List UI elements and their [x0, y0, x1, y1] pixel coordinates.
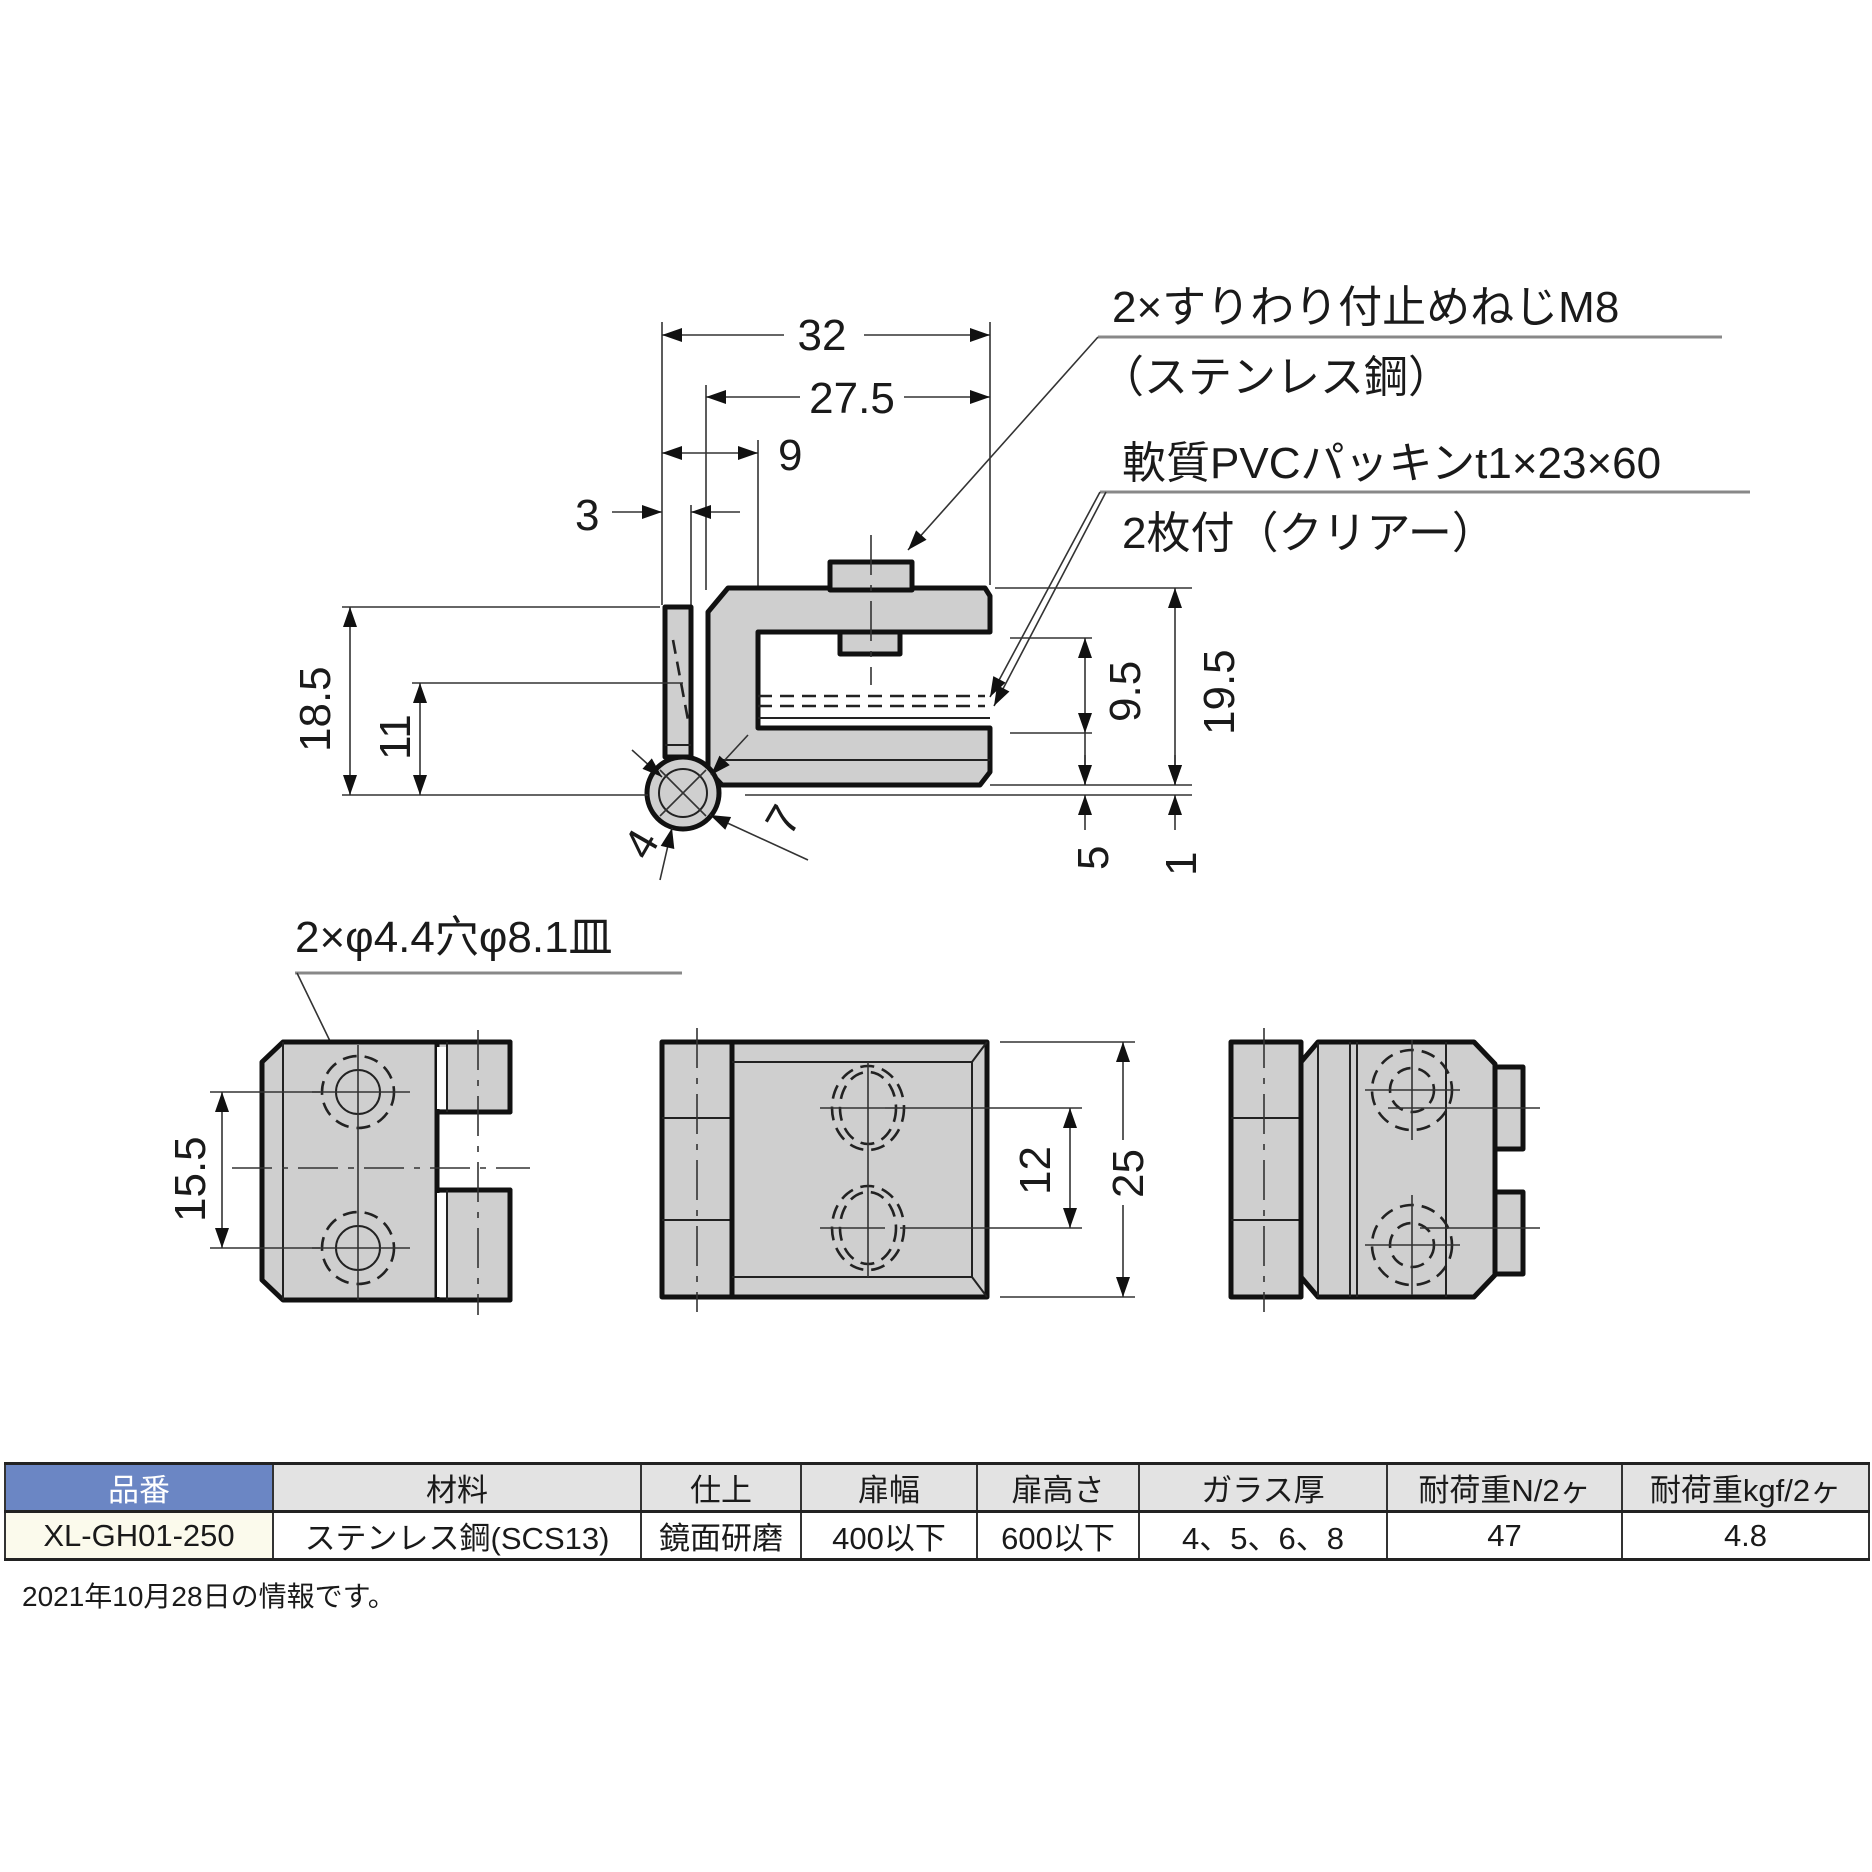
callout-packing-line2: 2枚付（クリアー） [1122, 509, 1496, 558]
dim-7: 7 [756, 797, 811, 843]
callout-holes: 2×φ4.4穴φ8.1皿 [295, 913, 613, 962]
back-view [1228, 1028, 1540, 1312]
dim-4: 4 [614, 821, 669, 867]
header-load-n: 耐荷重N/2ヶ [1386, 1462, 1623, 1513]
dim-27-5: 27.5 [809, 374, 895, 423]
cell-part-number: XL-GH01-250 [4, 1510, 274, 1561]
dim-9: 9 [778, 431, 802, 480]
table-header-row: 品番 材料 仕上 扉幅 扉高さ ガラス厚 耐荷重N/2ヶ 耐荷重kgf/2ヶ [4, 1462, 1870, 1513]
callout-set-screw-line1: 2×すりわり付止めねじM8 [1112, 283, 1619, 332]
dim-25: 25 [1104, 1149, 1153, 1198]
dim-32: 32 [798, 311, 847, 360]
cell-load-kgf: 4.8 [1621, 1510, 1870, 1561]
cell-glass-thickness: 4、5、6、8 [1138, 1510, 1388, 1561]
cell-door-height: 600以下 [976, 1510, 1140, 1561]
cell-material: ステンレス鋼(SCS13) [272, 1510, 642, 1561]
dim-1: 1 [1157, 852, 1206, 876]
cell-door-width: 400以下 [800, 1510, 978, 1561]
dim-11: 11 [371, 714, 420, 760]
header-finish: 仕上 [640, 1462, 802, 1513]
front-view-leaf: 2×φ4.4穴φ8.1皿 15.5 [166, 913, 682, 1315]
front-view-bracket: 12 25 [659, 1028, 1153, 1312]
info-date-footnote: 2021年10月28日の情報です。 [22, 1581, 396, 1612]
header-part-number: 品番 [4, 1462, 274, 1513]
dim-5: 5 [1069, 846, 1118, 870]
dim-15-5: 15.5 [166, 1136, 215, 1222]
callout-packing-line1: 軟質PVCパッキンt1×23×60 [1122, 439, 1661, 488]
dim-19-5: 19.5 [1195, 649, 1244, 735]
header-door-width: 扉幅 [800, 1462, 978, 1513]
dim-3: 3 [575, 491, 599, 540]
header-glass-thickness: ガラス厚 [1138, 1462, 1388, 1513]
dim-18-5: 18.5 [291, 666, 340, 752]
spec-table: 品番 材料 仕上 扉幅 扉高さ ガラス厚 耐荷重N/2ヶ 耐荷重kgf/2ヶ X… [4, 1462, 1870, 1561]
callout-set-screw-line2: （ステンレス鋼） [1100, 353, 1452, 402]
technical-drawing: 32 27.5 9 3 4 7 [166, 283, 1750, 1315]
header-material: 材料 [272, 1462, 642, 1513]
table-row: XL-GH01-250 ステンレス鋼(SCS13) 鏡面研磨 400以下 600… [4, 1510, 1870, 1561]
header-door-height: 扉高さ [976, 1462, 1140, 1513]
cell-load-n: 47 [1386, 1510, 1623, 1561]
header-load-kgf: 耐荷重kgf/2ヶ [1621, 1462, 1870, 1513]
side-view: 32 27.5 9 3 4 7 [291, 283, 1750, 881]
cell-finish: 鏡面研磨 [640, 1510, 802, 1561]
dim-9-5: 9.5 [1101, 661, 1150, 722]
dim-12: 12 [1011, 1146, 1060, 1195]
